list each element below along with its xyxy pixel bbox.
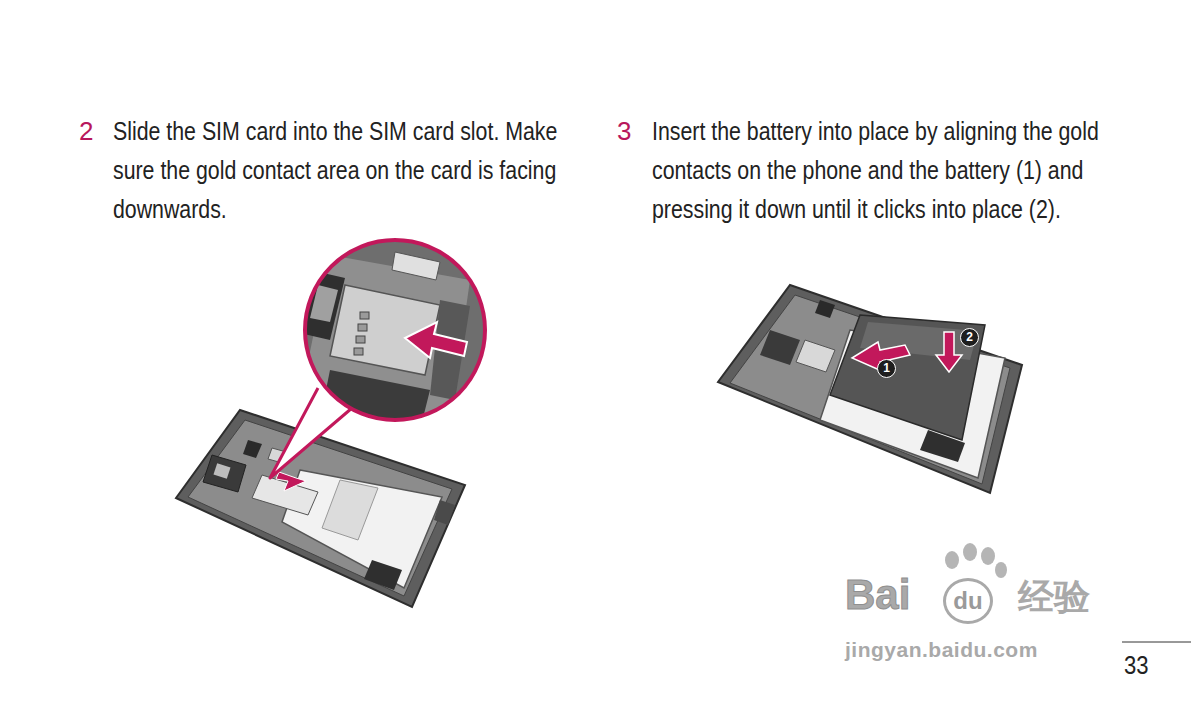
page-number: 33 <box>1124 650 1149 680</box>
callout-number: 1 <box>877 359 896 378</box>
phone-battery-illustration <box>718 285 1022 493</box>
phone-sim-illustration <box>176 410 465 607</box>
instruction-text: Slide the SIM card into the SIM card slo… <box>113 112 582 229</box>
watermark-url: jingyan.baidu.com <box>845 637 1038 663</box>
magnifier-detail <box>295 240 500 430</box>
watermark-text: Bai <box>845 572 910 618</box>
watermark-paw <box>945 543 1007 578</box>
watermark-text: 经验 <box>1018 575 1090 619</box>
watermark-text: du <box>943 578 993 624</box>
step-number: 2 <box>79 112 93 151</box>
page-rule <box>1122 642 1191 643</box>
step-number: 3 <box>617 112 631 151</box>
callout-number: 2 <box>960 328 979 347</box>
instruction-text: Insert the battery into place by alignin… <box>652 112 1101 229</box>
